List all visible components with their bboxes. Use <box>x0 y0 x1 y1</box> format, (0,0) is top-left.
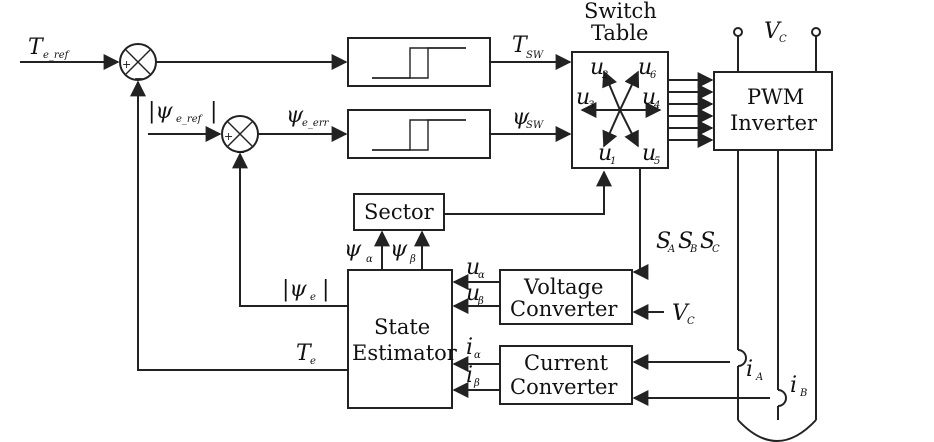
flux-ref-sub: e_ref <box>176 114 204 125</box>
vector-u5-sub: 5 <box>654 156 660 167</box>
vc-input-sub: C <box>687 316 695 327</box>
psi-beta-sub: β <box>409 254 416 265</box>
psi-sw-sub: SW <box>526 120 544 131</box>
pwm-title-1: PWM <box>747 85 804 109</box>
state-estimator-block: State Estimator <box>347 269 458 409</box>
current-title-2: Converter <box>510 375 618 399</box>
motor-phases: i A i B <box>737 150 817 442</box>
te-est-sub: e <box>310 356 316 367</box>
psi-beta-label: ψ <box>390 237 408 262</box>
vector-u3-sub: 3 <box>588 100 594 111</box>
t-sw-label: T <box>512 33 529 58</box>
flux-ref-input: |ψ e_ref | <box>148 99 222 142</box>
vector-u4-sub: 4 <box>653 100 660 111</box>
i-alpha-sub: α <box>474 350 481 361</box>
vector-u1-sub: 1 <box>610 156 616 167</box>
current-title-1: Current <box>524 351 609 375</box>
torque-ref-label: T <box>28 35 45 60</box>
i-beta-label: i <box>466 363 473 388</box>
vc-top-sub: C <box>779 34 787 45</box>
flux-hysteresis-block <box>347 109 491 159</box>
switch-table-title-1: Switch <box>584 0 657 23</box>
psi-mag-sub: e <box>310 292 316 303</box>
switch-table-title-2: Table <box>591 21 648 45</box>
torque-hysteresis-block <box>347 37 491 87</box>
psi-err-sub: e_err <box>302 118 330 129</box>
t-sw-sub: SW <box>526 50 544 61</box>
sum1-plus: + <box>122 58 131 71</box>
state-title-1: State <box>374 315 430 339</box>
vector-u1: u <box>598 141 612 166</box>
vector-u4: u <box>642 85 656 110</box>
te-est-label: T <box>296 341 313 366</box>
ia-label: i <box>746 357 753 382</box>
ia-sub: A <box>755 372 763 383</box>
pwm-inverter-block: PWM Inverter <box>713 71 833 151</box>
switch-state-feedback: S A S B S C <box>632 168 720 280</box>
i-alpha-label: i <box>466 335 473 360</box>
u-beta-label: u <box>466 281 480 306</box>
sector-title: Sector <box>364 200 435 224</box>
ib-label: i <box>790 373 797 398</box>
i-beta-sub: β <box>473 378 480 389</box>
u-alpha-label: u <box>466 255 480 280</box>
sa-sub: A <box>667 244 675 255</box>
sum1-minus: − <box>134 72 143 85</box>
voltage-title-2: Converter <box>510 297 618 321</box>
psi-mag-label: |ψ <box>282 277 307 302</box>
psi-sw-label: ψ <box>512 105 530 130</box>
vector-u6-sub: 6 <box>650 70 657 81</box>
vector-u2: u <box>590 55 604 80</box>
current-converter-block: Current Converter <box>499 345 633 405</box>
pwm-title-2: Inverter <box>730 111 818 135</box>
sc-label: S <box>700 229 715 254</box>
torque-ref-sub: e_ref <box>43 50 71 61</box>
psi-alpha-sub: α <box>366 254 373 265</box>
sc-sub: C <box>712 244 720 255</box>
torque-summing-junction: + − <box>119 43 157 85</box>
ib-sub: B <box>799 388 807 399</box>
u-beta-sub: β <box>477 296 484 307</box>
sector-block: Sector <box>353 193 445 231</box>
flux-summing-junction: + − <box>221 115 259 159</box>
psi-mag-close: | <box>322 277 329 302</box>
dc-link: V C <box>733 19 821 72</box>
sb-sub: B <box>689 244 697 255</box>
vc-input-label: V <box>672 301 690 326</box>
psi-err-label: ψ <box>286 103 304 128</box>
vector-u2-sub: 2 <box>601 70 608 81</box>
vector-u5: u <box>642 141 656 166</box>
vector-u6: u <box>638 55 652 80</box>
torque-ref-input: T e_ref <box>20 35 120 70</box>
sa-label: S <box>656 229 671 254</box>
u-alpha-sub: α <box>478 270 485 281</box>
voltage-title-1: Voltage <box>523 275 603 299</box>
sb-label: S <box>678 229 693 254</box>
vc-top-label: V <box>764 19 782 44</box>
flux-ref-close: | <box>210 99 217 124</box>
state-title-2: Estimator <box>352 341 458 365</box>
switch-signal-bus <box>668 72 714 148</box>
vector-u3: u <box>576 85 590 110</box>
voltage-converter-block: Voltage Converter <box>499 269 633 325</box>
flux-ref-label: |ψ <box>148 99 173 124</box>
psi-alpha-label: ψ <box>344 237 362 262</box>
sum2-plus: + <box>224 130 233 143</box>
switch-table-block: u 2 u 6 u 3 u 4 u 1 u 5 <box>571 51 669 169</box>
